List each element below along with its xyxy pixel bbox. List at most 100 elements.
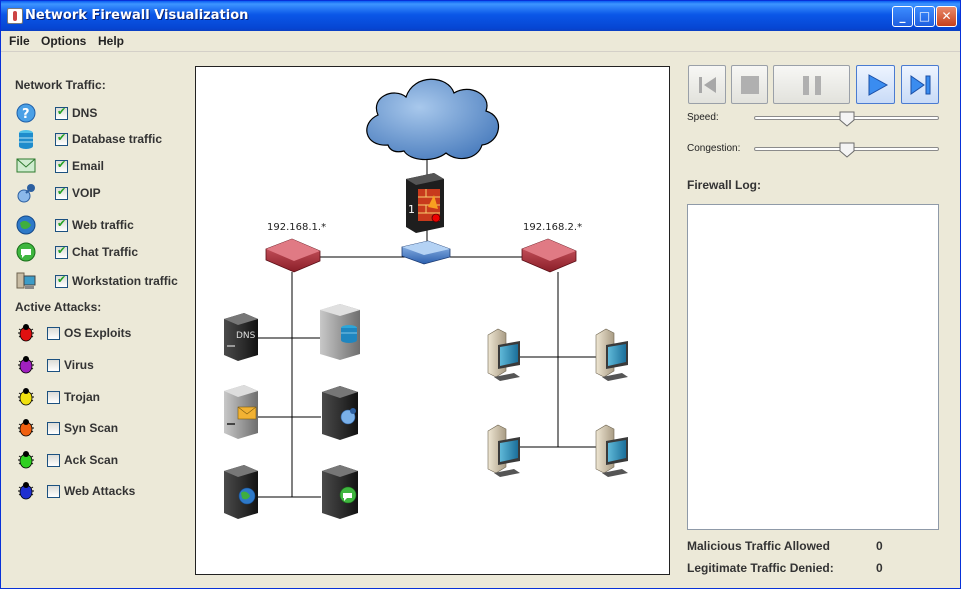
voip-icon [15,182,37,204]
traffic-checkbox[interactable] [55,217,68,232]
chat-icon [15,241,37,263]
bug-icon [15,417,37,439]
pause-icon [803,76,821,95]
firewall-log-title: Firewall Log: [687,178,762,192]
title-bar[interactable]: Network Firewall Visualization _ □ ✕ [1,1,960,31]
attack-label: Trojan [64,390,101,404]
menu-help[interactable]: Help [98,34,125,48]
skip-back-button[interactable] [688,65,726,104]
play-icon [868,74,889,96]
subnet-right-label: 192.168.2.* [523,222,583,233]
attack-checkbox[interactable] [47,485,60,498]
attack-checkbox[interactable] [47,359,60,372]
malicious-traffic-value: 0 [876,539,883,553]
attack-row: Syn Scan [15,417,190,439]
router-right-icon [521,238,577,273]
email-server-icon [224,385,258,439]
bug-icon [15,354,37,376]
minimize-button[interactable]: _ [892,6,913,27]
step-forward-button[interactable] [901,65,939,104]
attack-row: Web Attacks [15,480,190,502]
network-diagram: 1 DNS [224,78,628,519]
menu-options[interactable]: Options [41,34,87,48]
attack-row: Virus [15,354,190,376]
svg-text:?: ? [22,107,30,122]
attack-row: OS Exploits [15,322,190,344]
traffic-checkbox[interactable] [55,244,68,259]
dns-server-label: DNS [236,331,256,341]
traffic-label: Web traffic [72,218,134,232]
active-attacks-title: Active Attacks: [15,300,102,314]
maximize-button[interactable]: □ [914,6,935,27]
chat-server-icon [322,465,358,519]
traffic-row: Web traffic [15,214,190,236]
traffic-label: Workstation traffic [72,274,178,288]
workstation-icon [15,270,37,292]
attack-label: Ack Scan [64,453,119,467]
traffic-row: ?DNS [15,102,190,124]
firewall-label: 1 [408,203,415,216]
attack-label: OS Exploits [64,326,132,340]
firewall-log-area[interactable] [687,204,939,530]
traffic-label: Database traffic [72,132,163,146]
congestion-label: Congestion: [687,143,741,154]
attack-row: Ack Scan [15,449,190,471]
traffic-label: Chat Traffic [72,245,139,259]
traffic-row: Email [15,155,190,177]
speed-slider-thumb[interactable] [839,111,855,127]
attack-checkbox[interactable] [47,422,60,435]
menu-file[interactable]: File [9,34,30,48]
legitimate-traffic-value: 0 [876,561,883,575]
router-left-icon [265,238,321,273]
network-canvas[interactable]: 1 DNS [195,66,670,575]
traffic-checkbox[interactable] [55,185,68,200]
traffic-checkbox[interactable] [55,158,68,173]
bug-icon [15,480,37,502]
bug-icon [15,449,37,471]
attack-row: Trojan [15,386,190,408]
traffic-label: Email [72,159,105,173]
workstation-icon [487,328,520,381]
traffic-row: Chat Traffic [15,241,190,263]
traffic-checkbox[interactable] [55,131,68,146]
globe-icon [15,214,37,236]
database-server-icon [320,304,360,360]
attack-label: Syn Scan [64,421,119,435]
traffic-row: Workstation traffic [15,270,190,292]
window-title: Network Firewall Visualization [25,8,249,23]
traffic-label: VOIP [72,186,101,200]
malicious-traffic-label: Malicious Traffic Allowed [687,539,830,553]
stop-icon [741,76,759,94]
play-button[interactable] [856,65,895,104]
stop-button[interactable] [731,65,768,104]
attack-checkbox[interactable] [47,454,60,467]
workstation-icon [595,328,628,381]
bug-icon [15,386,37,408]
attack-label: Virus [64,358,94,372]
switch-icon [401,240,451,265]
question-icon: ? [15,102,37,124]
subnet-left-label: 192.168.1.* [267,222,327,233]
attack-checkbox[interactable] [47,391,60,404]
traffic-checkbox[interactable] [55,273,68,288]
legitimate-traffic-label: Legitimate Traffic Denied: [687,561,834,575]
close-button[interactable]: ✕ [936,6,957,27]
attack-checkbox[interactable] [47,327,60,340]
workstations [487,328,628,477]
pause-button[interactable] [773,65,850,104]
menu-bar: File Options Help [1,31,960,52]
traffic-row: Database traffic [15,128,190,150]
internet-cloud-icon [366,78,500,161]
database-icon [15,128,37,150]
workstation-icon [487,424,520,477]
attack-label: Web Attacks [64,484,136,498]
congestion-slider[interactable] [754,142,939,158]
traffic-row: VOIP [15,182,190,204]
speed-slider[interactable] [754,111,939,127]
firewall-icon: 1 [406,173,444,233]
web-server-icon [224,465,258,519]
envelope-icon [15,155,37,177]
congestion-slider-thumb[interactable] [839,142,855,158]
traffic-checkbox[interactable] [55,105,68,120]
